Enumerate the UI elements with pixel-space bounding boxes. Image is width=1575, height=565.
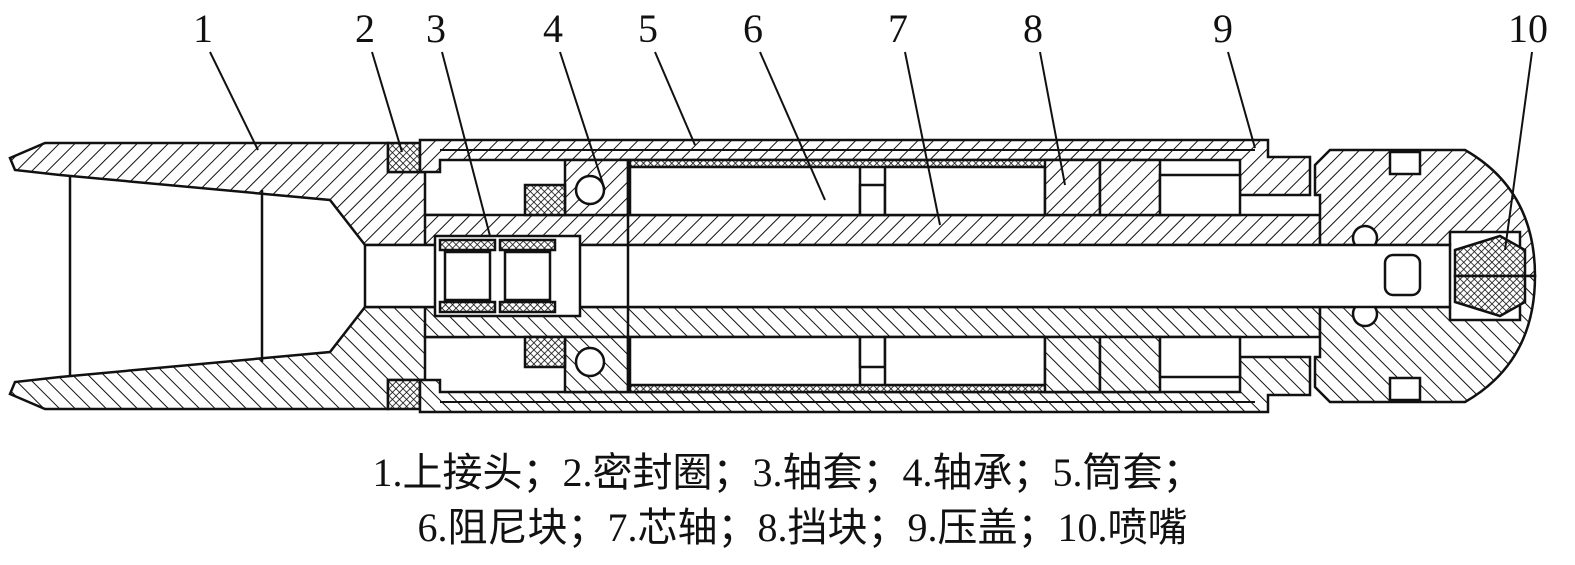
label-5: 5 (638, 6, 658, 51)
seal-ring (386, 141, 422, 174)
part-labels: 1 2 3 4 5 6 7 8 9 10 (193, 6, 1548, 51)
caption-line-2: 6.阻尼块；7.芯轴；8.挡块；9.压盖；10.喷嘴 (417, 505, 1188, 550)
label-9: 9 (1213, 6, 1233, 51)
bearing-seal (523, 183, 567, 217)
caption-line-1: 1.上接头；2.密封圈；3.轴套；4.轴承；5.筒套； (372, 450, 1203, 495)
label-10: 10 (1508, 6, 1548, 51)
bearing-ball (574, 174, 606, 206)
label-4: 4 (543, 6, 563, 51)
label-7: 7 (888, 6, 908, 51)
label-2: 2 (355, 6, 375, 51)
damper-block (628, 165, 862, 217)
shaft-sleeve (433, 234, 582, 318)
nozzle-insert (1453, 234, 1527, 278)
pressure-cap-hole (1388, 150, 1422, 176)
label-8: 8 (1023, 6, 1043, 51)
stop-block (1043, 158, 1102, 217)
leader-lines (209, 51, 1533, 251)
label-6: 6 (743, 6, 763, 51)
label-1: 1 (193, 6, 213, 51)
upper-half-section (8, 138, 1537, 278)
label-3: 3 (426, 6, 446, 51)
